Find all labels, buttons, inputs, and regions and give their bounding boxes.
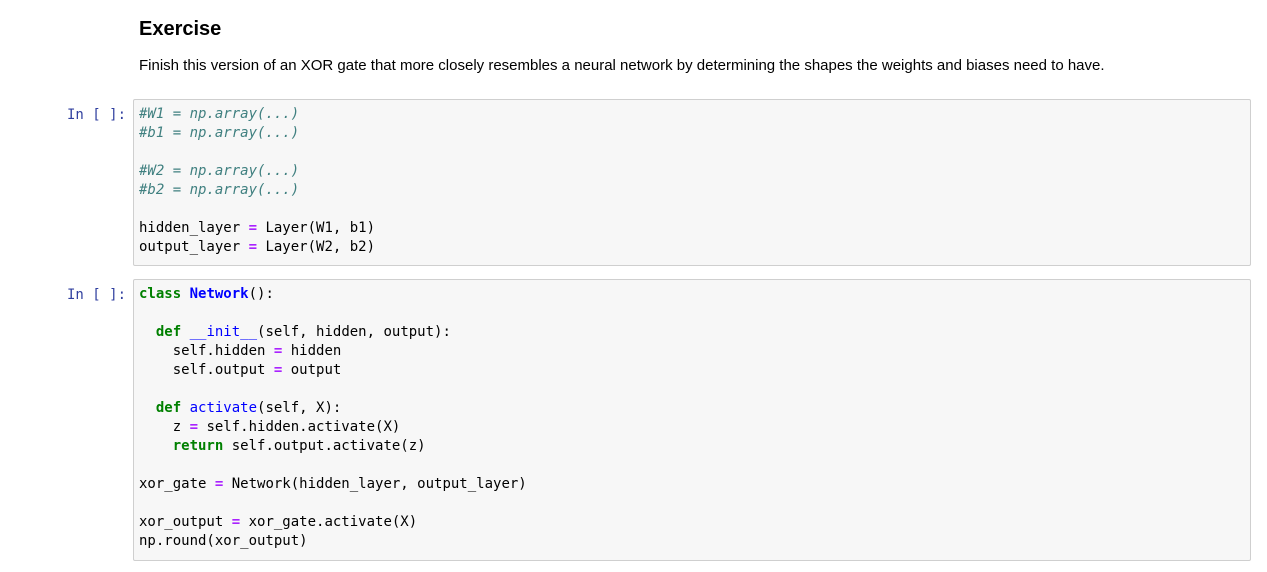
code-token: xor_gate.activate(X) [240,514,418,530]
code-token: = [273,343,283,359]
code-token: (): [248,286,274,302]
code-token: = [189,419,199,435]
code-token: hidden_layer [139,220,249,236]
code-line: class Network(): [139,285,1250,304]
code-token: self.hidden.activate(X) [198,419,401,435]
exercise-heading: Exercise [139,18,222,40]
code-token: class [139,286,182,302]
code-line: self.hidden = hidden [139,342,1250,361]
code-token [181,400,189,416]
code-line [139,143,1250,162]
code-token: xor_gate [139,476,215,492]
code-line: #b2 = np.array(...) [139,181,1250,200]
code-token: activate [189,400,258,416]
code-token: z [139,419,190,435]
code-line [139,380,1250,399]
code-line: xor_output = xor_gate.activate(X) [139,513,1250,532]
code-token: = [231,514,241,530]
code-token: = [248,220,258,236]
input-prompt: In [ ]: [67,107,127,123]
code-source[interactable]: #W1 = np.array(...) #b1 = np.array(...) #… [134,100,1250,257]
code-line: def activate(self, X): [139,399,1250,418]
code-line [139,304,1250,323]
code-token: return [172,438,224,454]
code-line [139,494,1250,513]
code-line: z = self.hidden.activate(X) [139,418,1250,437]
code-token: self.output.activate(z) [223,438,426,454]
code-token [139,324,156,340]
code-token [139,400,156,416]
code-editor[interactable]: class Network(): def __init__(self, hidd… [133,279,1251,561]
code-editor[interactable]: #W1 = np.array(...) #b1 = np.array(...) #… [133,99,1251,266]
code-token: self.output [139,362,274,378]
code-line [139,200,1250,219]
code-token: def [155,324,182,340]
code-line [139,456,1250,475]
code-token: #W1 = np.array(...) [139,106,300,122]
code-token [139,438,173,454]
code-token: #b2 = np.array(...) [139,182,300,198]
code-token: Layer(W2, b2) [257,239,376,255]
code-token: np.round(xor_output) [139,533,308,549]
code-token: self.hidden [139,343,274,359]
code-token: (self, hidden, output): [257,324,451,340]
code-line: #b1 = np.array(...) [139,124,1250,143]
code-token: (self, X): [257,400,342,416]
code-token: __init__ [189,324,258,340]
code-line: #W1 = np.array(...) [139,105,1250,124]
code-token: output [282,362,342,378]
code-token: = [248,239,258,255]
code-line: xor_gate = Network(hidden_layer, output_… [139,475,1250,494]
code-line: output_layer = Layer(W2, b2) [139,238,1250,257]
exercise-description: Finish this version of an XOR gate that … [139,57,1105,74]
code-line: self.output = output [139,361,1250,380]
code-token: Layer(W1, b1) [257,220,376,236]
input-prompt: In [ ]: [67,287,127,303]
code-token: Network [189,286,249,302]
code-token: = [273,362,283,378]
code-token: xor_output [139,514,232,530]
code-token: = [214,476,224,492]
code-source[interactable]: class Network(): def __init__(self, hidd… [134,280,1250,551]
code-token: hidden [282,343,342,359]
code-token: def [155,400,182,416]
code-token: output_layer [139,239,249,255]
code-token: #W2 = np.array(...) [139,163,300,179]
code-line: hidden_layer = Layer(W1, b1) [139,219,1250,238]
code-token [181,286,189,302]
code-line: def __init__(self, hidden, output): [139,323,1250,342]
code-token: Network(hidden_layer, output_layer) [223,476,527,492]
code-line: return self.output.activate(z) [139,437,1250,456]
code-token: #b1 = np.array(...) [139,125,300,141]
code-token [181,324,189,340]
code-line: #W2 = np.array(...) [139,162,1250,181]
code-line: np.round(xor_output) [139,532,1250,551]
